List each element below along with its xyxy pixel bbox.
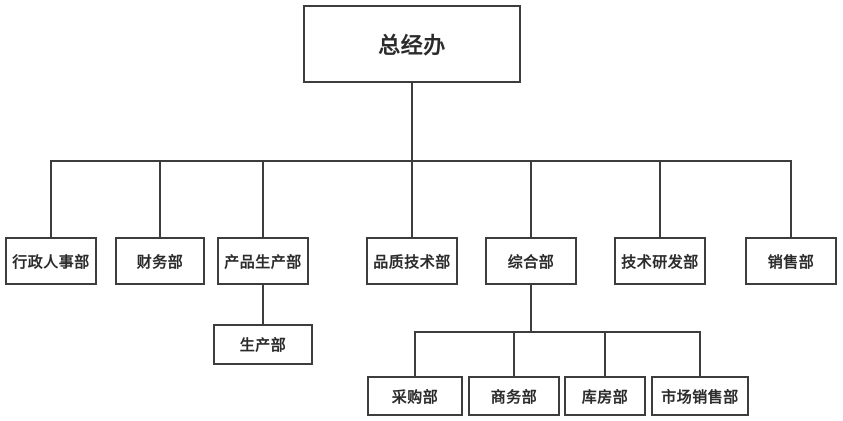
org-node-shangwu: 商务部 xyxy=(468,376,560,416)
org-node-chanpin-shengchan: 产品生产部 xyxy=(217,237,309,285)
org-node-shichang-xiaoshou: 市场销售部 xyxy=(651,376,749,416)
org-node-shengchan: 生产部 xyxy=(213,324,313,365)
org-node-pinzhi-jishu: 品质技术部 xyxy=(366,237,458,285)
org-node-jishu-yanfa: 技术研发部 xyxy=(614,237,706,285)
org-node-xiaoshou: 销售部 xyxy=(745,237,837,285)
org-node-caigou: 采购部 xyxy=(367,376,463,416)
org-node-xingzheng-renshi: 行政人事部 xyxy=(5,237,97,285)
org-node-caiwu: 财务部 xyxy=(115,237,205,285)
org-node-kufang: 库房部 xyxy=(564,376,646,416)
org-node-zongjingban: 总经办 xyxy=(303,5,521,83)
org-node-zonghe: 综合部 xyxy=(485,237,577,285)
